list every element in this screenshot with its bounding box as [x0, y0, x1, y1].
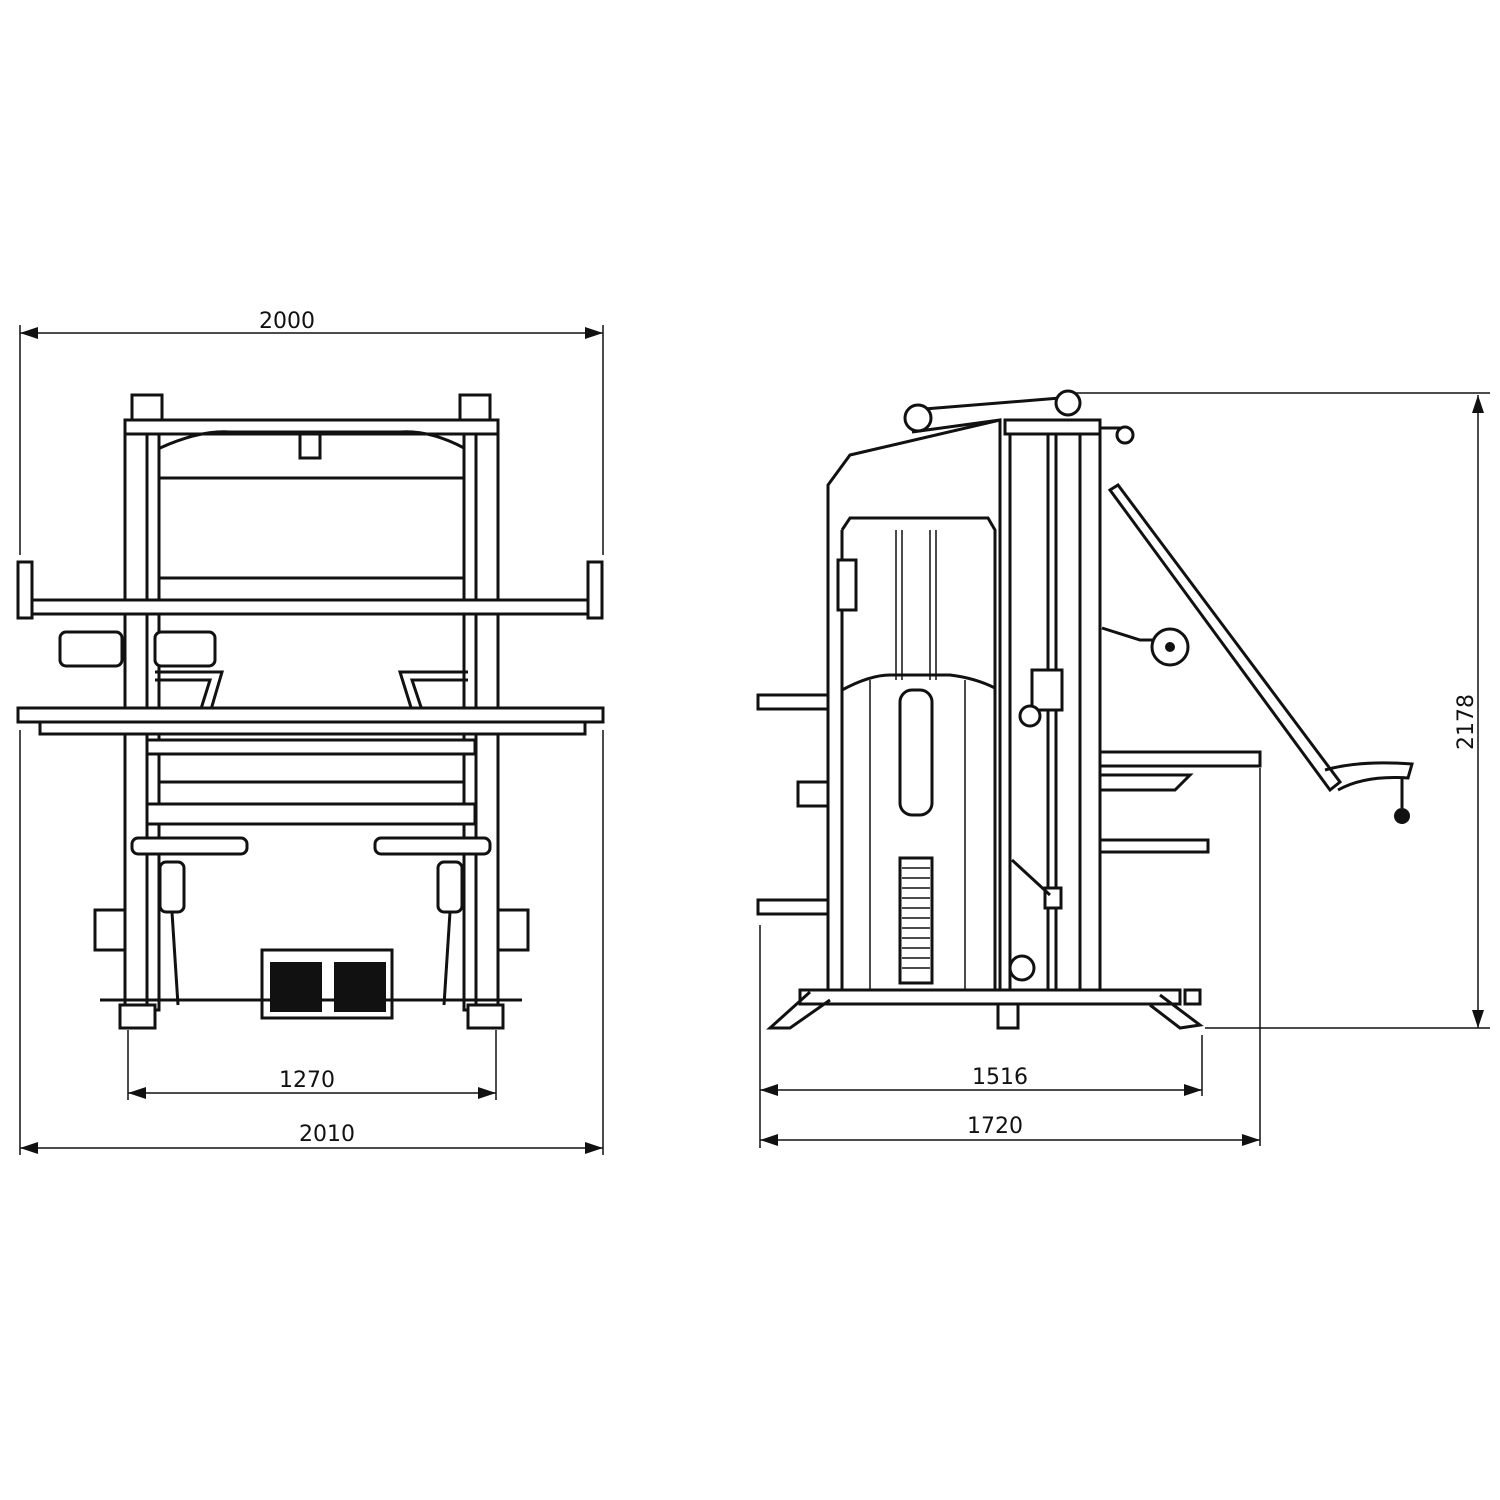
front-dimension-lines	[19, 325, 604, 1155]
front-view	[16, 393, 605, 1030]
dim-base-depth: 1516	[972, 1065, 1028, 1090]
dim-top-width: 2000	[259, 309, 315, 334]
dim-base-inner-width: 1270	[279, 1068, 335, 1093]
dim-height: 2178	[1454, 694, 1479, 750]
side-view	[756, 389, 1414, 1030]
dim-overall-width: 2010	[299, 1122, 355, 1147]
side-dimension-lines	[759, 392, 1490, 1148]
stack-vent	[898, 856, 934, 985]
dim-overall-depth: 1720	[967, 1114, 1023, 1139]
